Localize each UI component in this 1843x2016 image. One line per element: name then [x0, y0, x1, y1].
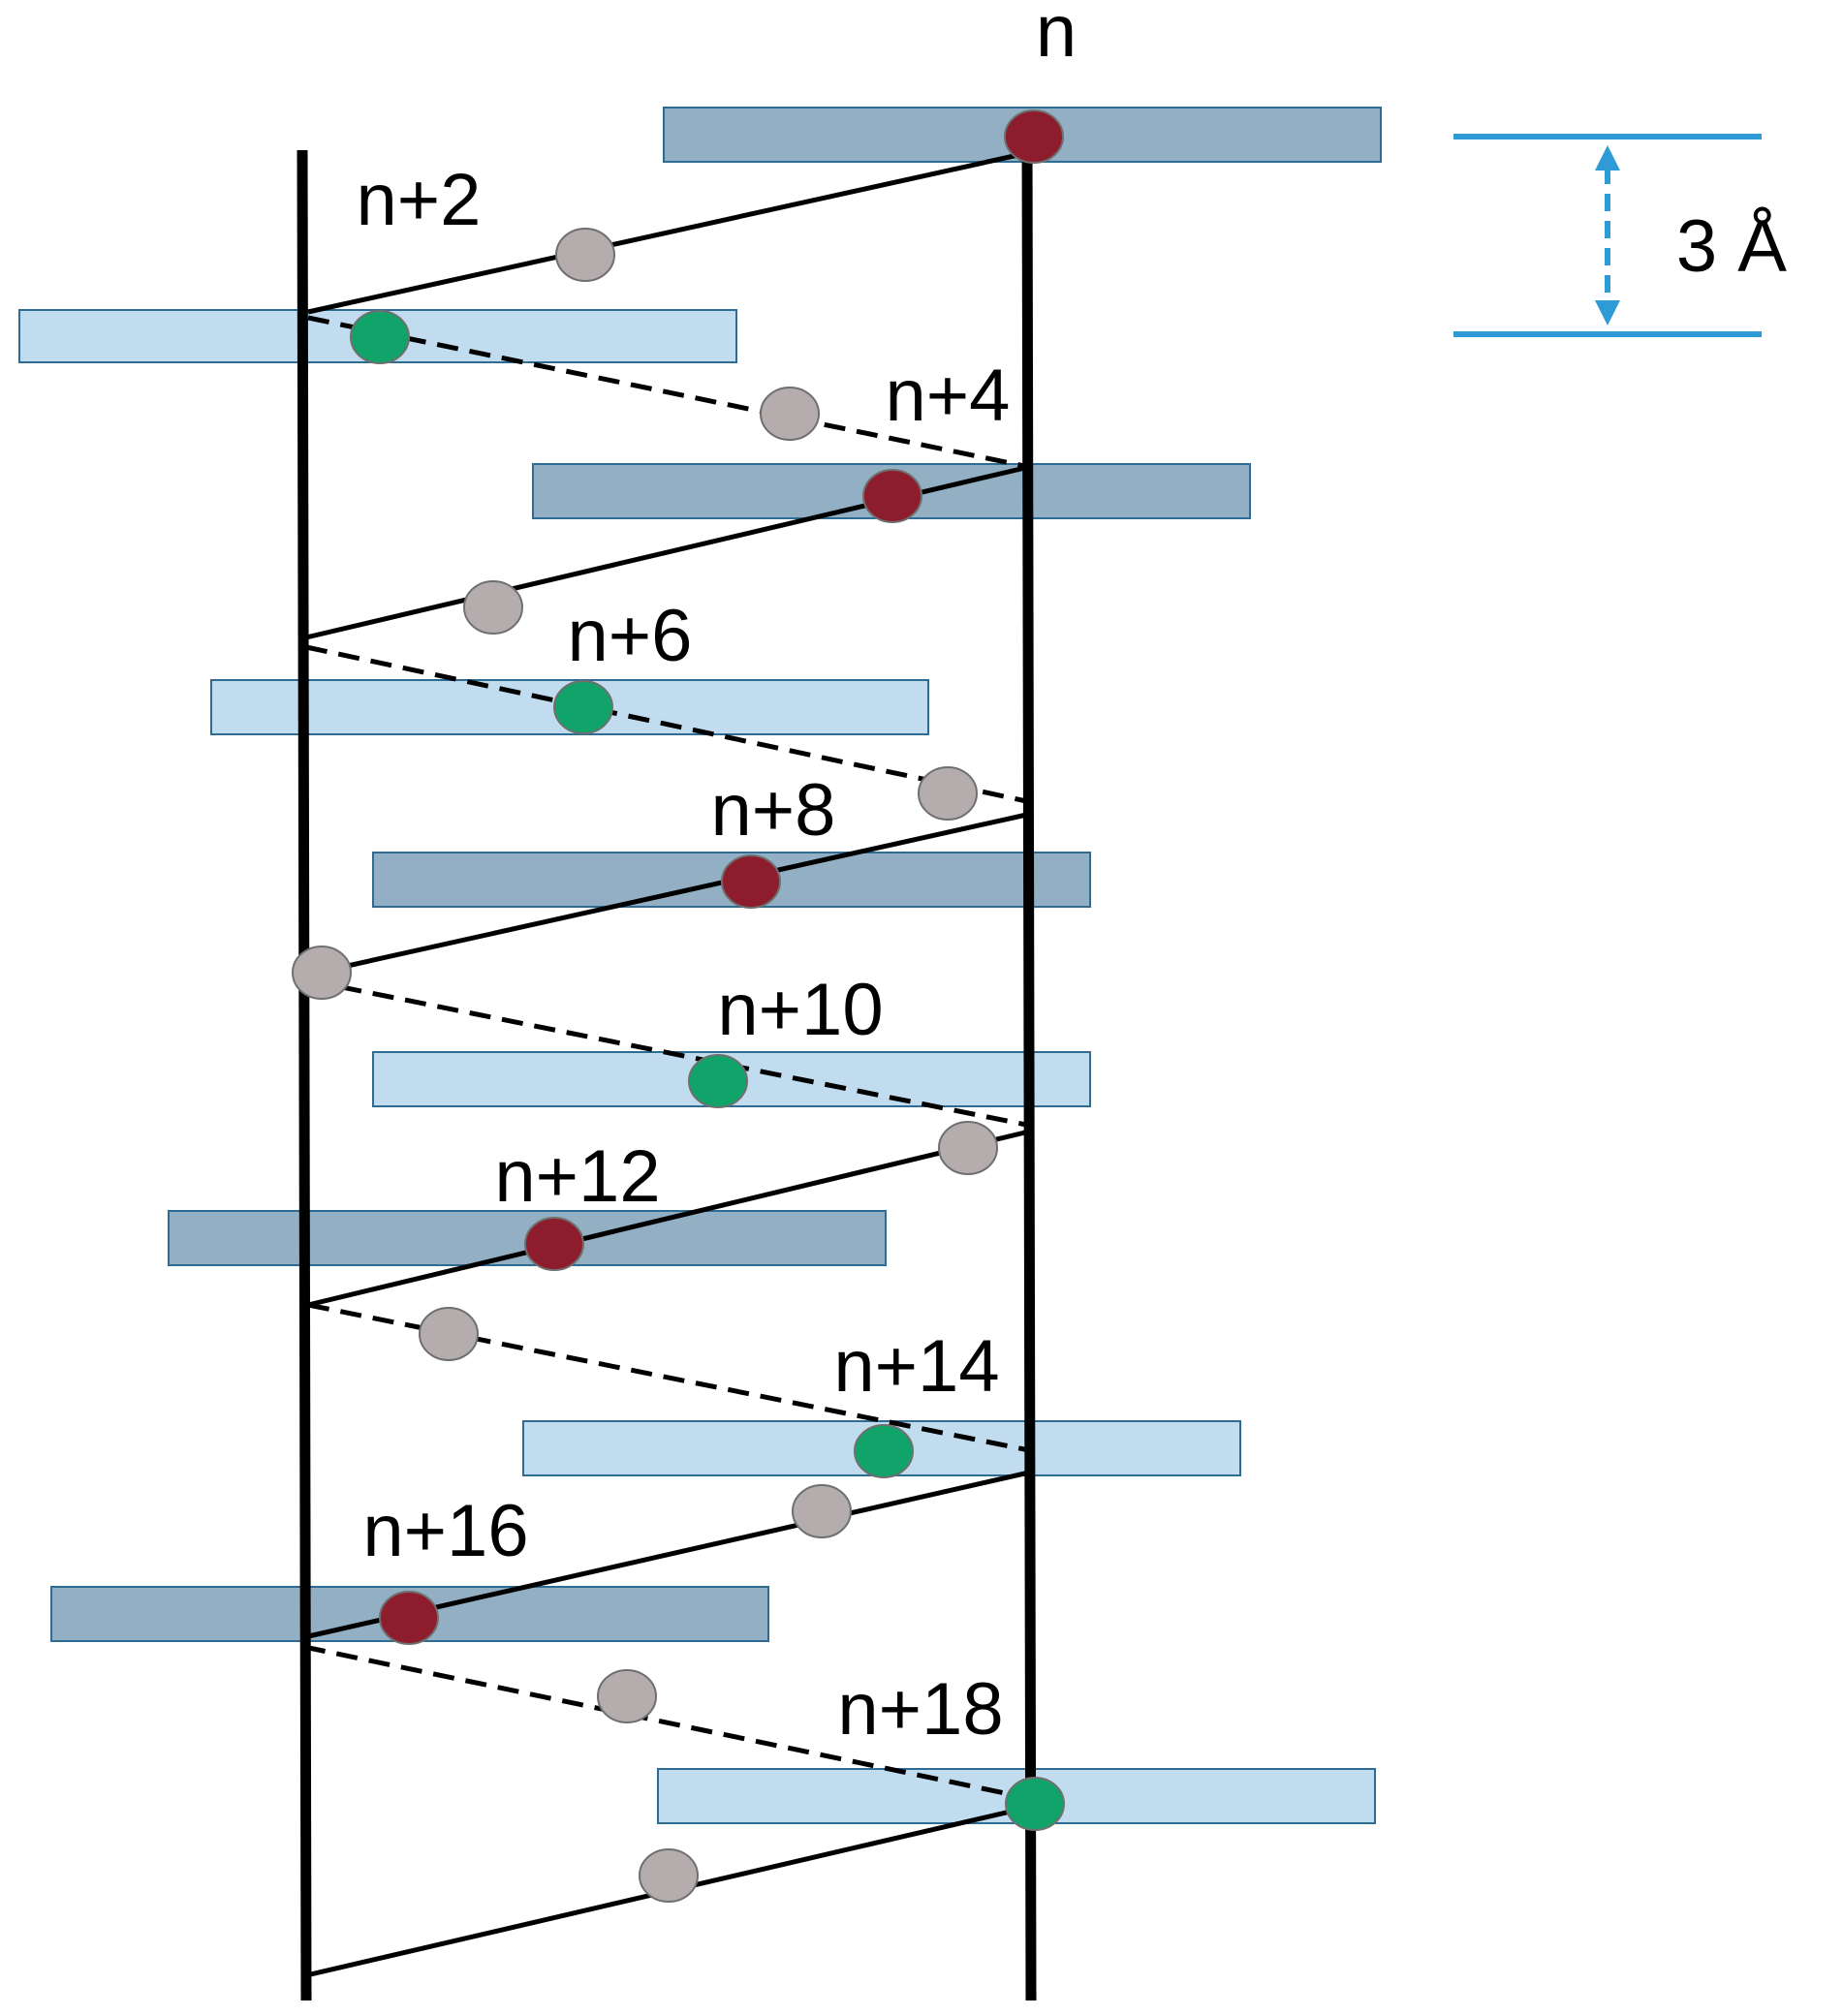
- right-strand-line: [1021, 135, 1037, 2001]
- gray-residue-node-17: [597, 1669, 657, 1723]
- gray-residue-node-5: [463, 580, 523, 635]
- solid-link-4: [307, 811, 1032, 977]
- green-residue-node-18: [1005, 1777, 1065, 1831]
- green-residue-node-2: [350, 310, 410, 364]
- gray-residue-node-19: [639, 1848, 699, 1903]
- scale-up-arrow-icon: [1595, 145, 1620, 171]
- dashed-link-9: [303, 1644, 1034, 1802]
- backbone-lines: [297, 135, 1037, 2001]
- dashed-link-5: [307, 977, 1032, 1129]
- gray-residue-node-11: [938, 1121, 998, 1175]
- green-residue-node-10: [688, 1054, 748, 1108]
- solid-link-6: [307, 1129, 1030, 1308]
- scale-bar-label: 3 Å: [1676, 205, 1787, 288]
- residue-label-n-plus-12: n+12: [494, 1135, 660, 1218]
- green-residue-node-14: [854, 1424, 914, 1478]
- residue-label-n-plus-4: n+4: [886, 355, 1011, 437]
- residue-labels: n n+2 n+4 n+6 n+8 n+10 n+12 n+14 n+16 n+…: [357, 0, 1078, 1751]
- gray-residue-node-13: [419, 1307, 479, 1361]
- gray-residue-node-7: [918, 766, 978, 821]
- residue-label-n-plus-2: n+2: [357, 159, 482, 241]
- residue-label-n: n: [1036, 0, 1077, 73]
- dashed-link-3: [305, 644, 1032, 805]
- solid-link-0: [307, 150, 1028, 315]
- green-residue-node-6: [553, 680, 613, 734]
- residue-label-n-plus-16: n+16: [362, 1490, 528, 1572]
- residue-label-n-plus-6: n+6: [568, 595, 693, 677]
- scale-down-arrow-icon: [1595, 300, 1620, 326]
- residue-label-n-plus-18: n+18: [837, 1668, 1003, 1751]
- gray-residue-node-1: [555, 228, 615, 282]
- gray-residue-node-3: [760, 387, 820, 441]
- residue-nodes: [292, 109, 1065, 1903]
- dashed-link-7: [307, 1302, 1030, 1453]
- gray-residue-node-9: [292, 946, 352, 1000]
- residue-label-n-plus-10: n+10: [717, 969, 883, 1051]
- residue-label-n-plus-14: n+14: [833, 1325, 999, 1408]
- dashed-link-1: [307, 315, 1030, 470]
- red-residue-node-4: [862, 469, 922, 523]
- gray-residue-node-15: [792, 1484, 852, 1538]
- red-residue-node-12: [524, 1217, 584, 1271]
- residue-label-n-plus-8: n+8: [711, 769, 836, 852]
- stacking-bars: [18, 107, 1382, 1824]
- red-residue-node-8: [721, 854, 781, 909]
- left-strand-line: [297, 149, 312, 2001]
- scale-bar: 3 Å: [1453, 134, 1787, 337]
- red-residue-node-16: [379, 1591, 439, 1645]
- red-residue-node-0: [1004, 109, 1064, 164]
